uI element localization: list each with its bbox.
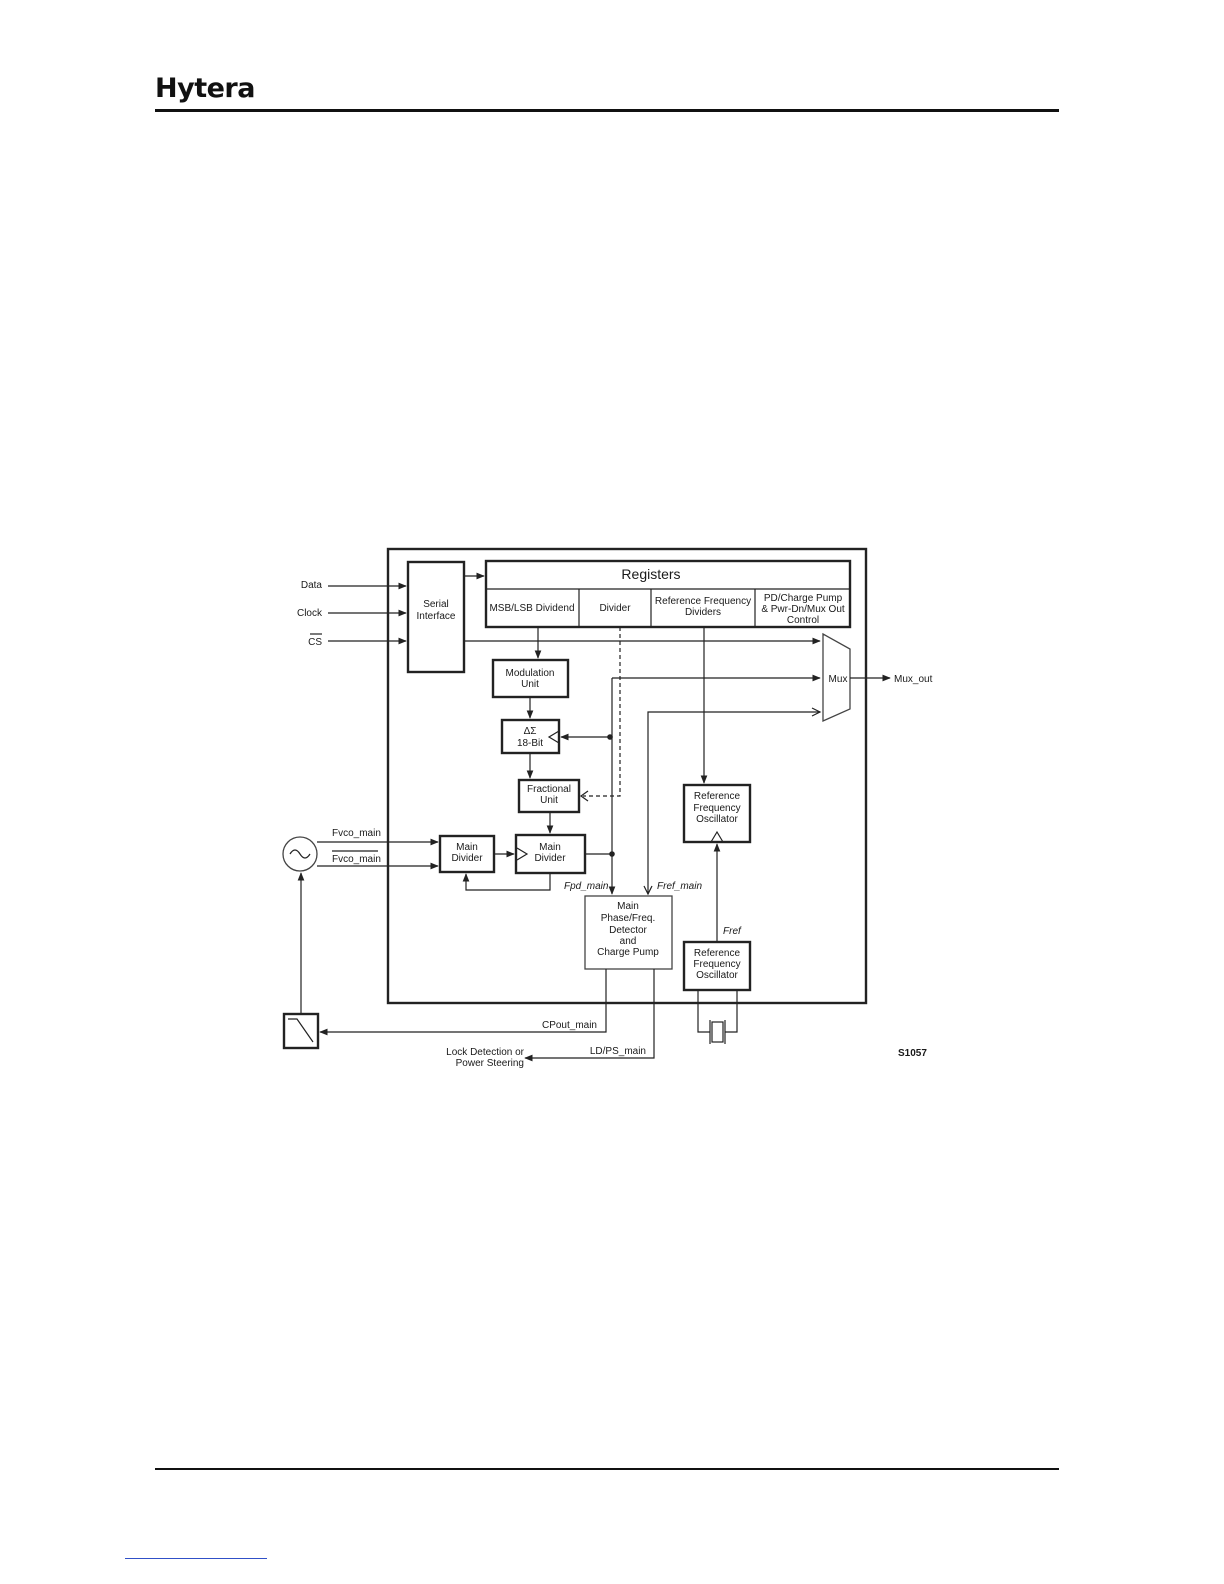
lock-detection-label-1: Lock Detection or <box>446 1047 524 1058</box>
divider2-clock-glyph <box>516 847 529 861</box>
ref-osc-lower-label-1: Reference <box>694 948 741 959</box>
register-ref-freq-1: Reference Frequency <box>655 596 751 607</box>
fractional-unit-label-1: Fractional <box>527 784 571 795</box>
fvco-main-label: Fvco_main <box>332 828 381 839</box>
figure-code: S1057 <box>898 1048 927 1059</box>
fref-pd-arrowhead <box>643 885 653 896</box>
register-msb-lsb-dividend: MSB/LSB Dividend <box>489 603 574 614</box>
main-divider-1-label-2: Divider <box>451 853 483 864</box>
fref-main-label: Fref_main <box>657 881 702 892</box>
delta-sigma-clock-glyph <box>547 730 560 744</box>
ref-osc-lower-block <box>682 940 752 992</box>
phase-detector-label-1: Main <box>617 901 639 912</box>
main-divider-1-block <box>438 834 496 874</box>
fpd-main-label: Fpd_main <box>564 881 609 892</box>
main-divider-2-label-1: Main <box>539 842 561 853</box>
fref-label: Fref <box>723 926 742 937</box>
refosc-clock-glyph <box>710 830 724 843</box>
main-divider-1-label-1: Main <box>456 842 478 853</box>
serial-interface-block <box>406 560 466 674</box>
phase-detector-block <box>584 895 673 970</box>
fractional-unit-label-2: Unit <box>540 795 558 806</box>
ld-ps-main-label: LD/PS_main <box>590 1046 646 1057</box>
registers-block <box>484 559 852 629</box>
ref-osc-lower-label-2: Frequency <box>693 959 740 970</box>
lowpass-filter-icon <box>288 1018 314 1043</box>
brand-logo: Hytera <box>155 73 255 104</box>
register-pd-control-1: PD/Charge Pump <box>764 593 843 604</box>
fref-main-bus <box>647 711 820 894</box>
register-divider: Divider <box>599 603 631 614</box>
phase-detector-label-5: Charge Pump <box>597 947 659 958</box>
modulation-unit-label-2: Unit <box>521 679 539 690</box>
modulation-unit-block <box>491 658 570 699</box>
divider-dashed-wire <box>583 627 621 797</box>
header-divider <box>155 109 1059 112</box>
registers-title: Registers <box>621 566 680 582</box>
ref-osc-upper-label-2: Frequency <box>693 803 740 814</box>
delta-sigma-symbol: ΔΣ <box>524 726 537 737</box>
fvco-main-bar-label: Fvco_main <box>332 854 381 865</box>
fractional-unit-block <box>517 778 581 814</box>
register-pd-control-3: Control <box>787 615 819 626</box>
fref-mux-arrowhead <box>811 707 822 717</box>
cpout-main-label: CPout_main <box>542 1020 597 1031</box>
phase-detector-label-3: Detector <box>609 925 647 936</box>
phase-detector-label-2: Phase/Freq. <box>601 913 655 924</box>
footer-link-underline <box>125 1558 267 1559</box>
ld-ps-wire <box>524 969 655 1062</box>
register-ref-freq-2: Dividers <box>685 607 721 618</box>
ref-osc-lower-label-3: Oscillator <box>696 970 738 981</box>
delta-sigma-bits: 18-Bit <box>517 738 543 749</box>
footer-divider <box>155 1468 1059 1470</box>
phase-detector-label-4: and <box>620 936 637 947</box>
mux-out-label: Mux_out <box>894 674 933 685</box>
clock-input-label: Clock <box>297 608 323 619</box>
modulation-unit-label-1: Modulation <box>506 668 555 679</box>
pll-block-diagram: Serial Interface Data Clock CS Registers… <box>282 547 933 1069</box>
ref-osc-upper-label-3: Oscillator <box>696 814 738 825</box>
cpout-wire <box>319 969 607 1036</box>
crystal-symbol <box>711 1021 724 1043</box>
data-input-label: Data <box>301 580 323 591</box>
main-divider-2-label-2: Divider <box>534 853 566 864</box>
cs-input-label: CS <box>308 637 322 648</box>
serial-interface-label-1: Serial <box>423 599 449 610</box>
crystal-wire-right <box>725 990 738 1033</box>
mux-label: Mux <box>829 674 848 685</box>
dashed-arrowhead <box>579 790 589 802</box>
mux-block <box>822 632 851 723</box>
ref-osc-upper-label-1: Reference <box>694 791 741 802</box>
serial-interface-label-2: Interface <box>417 611 456 622</box>
divider-feedback-wire <box>462 873 551 891</box>
lock-detection-label-2: Power Steering <box>456 1058 524 1069</box>
crystal-wire-left <box>697 990 710 1033</box>
vco-wave <box>289 849 311 859</box>
register-pd-control-2: & Pwr-Dn/Mux Out <box>761 604 845 615</box>
